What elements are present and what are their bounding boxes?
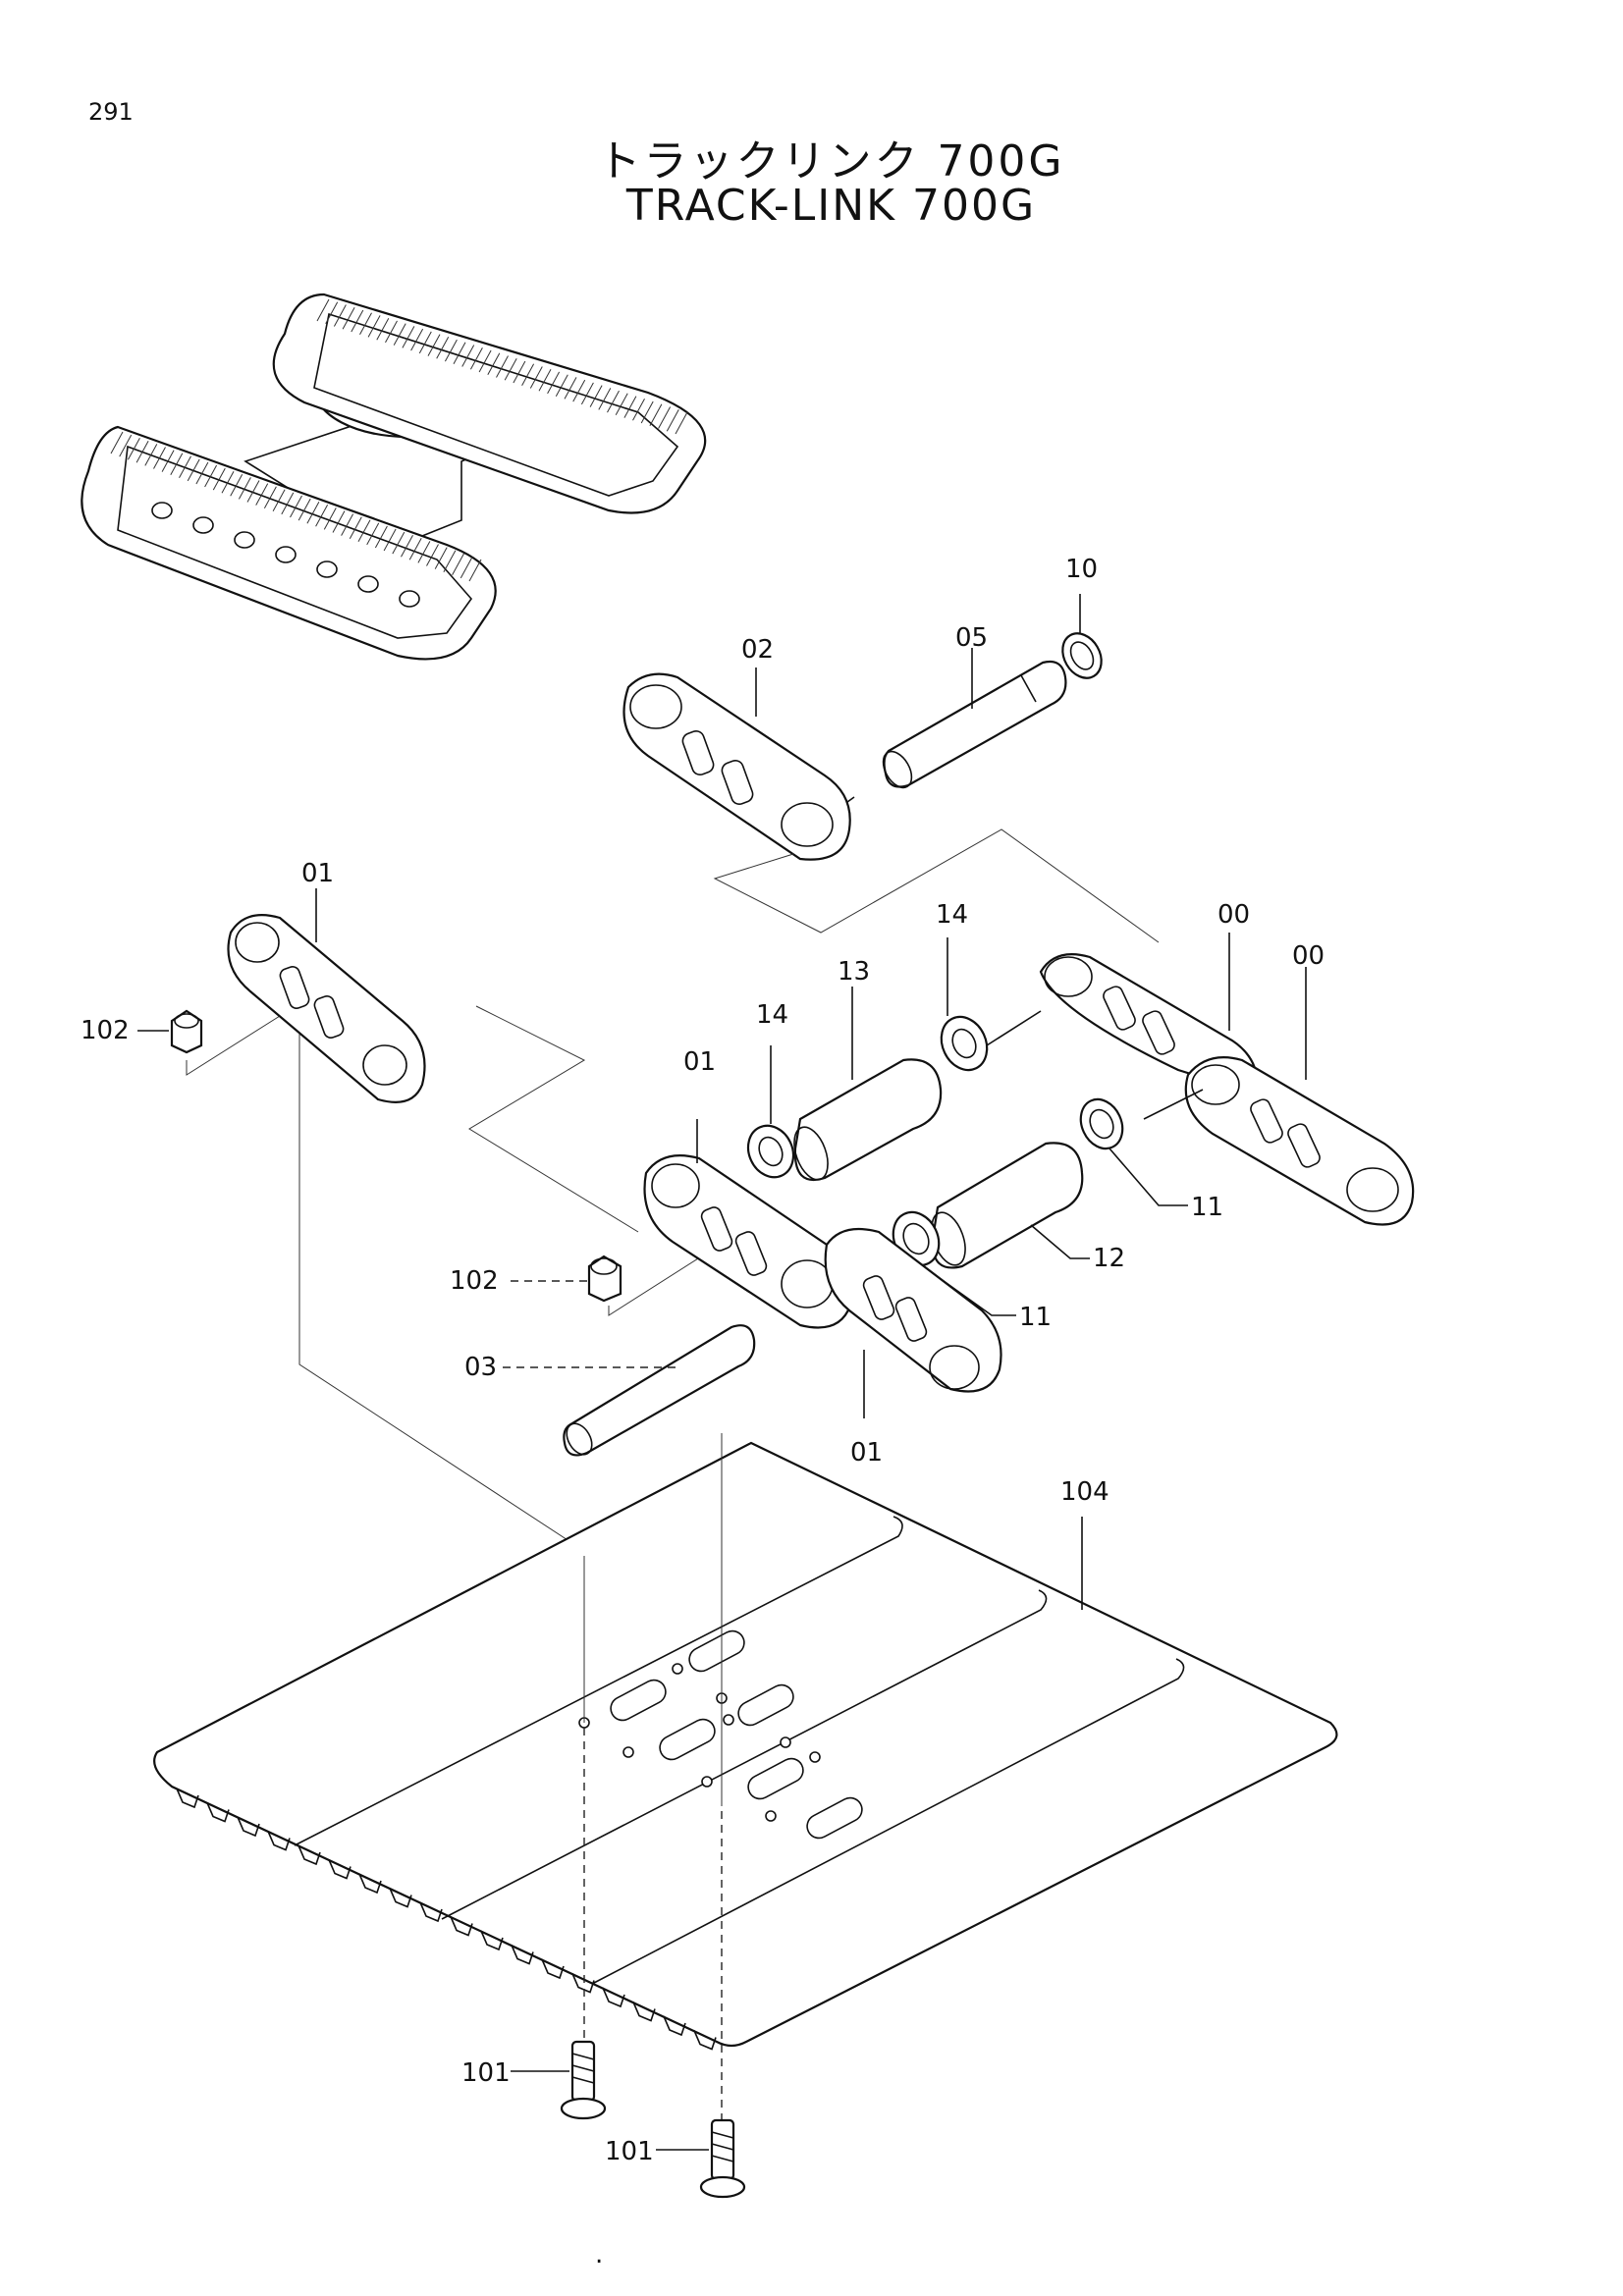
track-link-00-pair — [1039, 933, 1415, 1226]
callout-labels: 10 05 02 01 14 00 00 13 14 102 01 11 12 … — [81, 555, 1325, 2269]
callout-102-lower: 102 — [450, 1266, 499, 1296]
callout-14-right: 14 — [936, 900, 968, 930]
track-shoe-104 — [153, 1441, 1338, 2051]
callout-13: 13 — [838, 957, 870, 987]
callout-12: 12 — [1093, 1244, 1125, 1273]
nut-102-lower — [511, 1255, 622, 1303]
title-english: TRACK-LINK 700G — [625, 181, 1037, 231]
track-roller — [151, 502, 173, 519]
master-pin-05 — [829, 648, 1067, 816]
track-roller — [275, 546, 297, 563]
undercarriage-illustration — [81, 293, 707, 661]
nut-102-upper — [137, 1009, 203, 1054]
assembly-reference-lines — [186, 828, 1160, 1552]
callout-102-upper: 102 — [81, 1016, 130, 1045]
bolt-alignment-lines — [583, 1433, 723, 2135]
bolt-101-lower — [656, 2118, 746, 2199]
page-number: 291 — [88, 98, 134, 126]
seal-ring-11-right — [1079, 1097, 1188, 1206]
track-roller — [399, 590, 420, 608]
track-roller — [192, 516, 214, 534]
callout-03: 03 — [464, 1353, 497, 1382]
track-roller — [234, 531, 255, 549]
callout-01-middle: 01 — [683, 1047, 716, 1077]
callout-14-left: 14 — [756, 1000, 788, 1030]
bushing-12 — [931, 1142, 1090, 1269]
callout-02: 02 — [741, 635, 774, 665]
track-link-01-upper — [227, 888, 426, 1103]
seal-ring-14-left — [746, 1045, 795, 1179]
callout-10: 10 — [1065, 555, 1098, 584]
master-link-02 — [622, 667, 851, 861]
callout-00-right: 00 — [1292, 941, 1325, 971]
track-link-01-lower — [824, 1227, 1002, 1418]
pin-03 — [503, 1324, 756, 1457]
callout-01-upper: 01 — [301, 859, 334, 888]
callout-00-left: 00 — [1217, 900, 1250, 930]
callout-11-left: 11 — [1019, 1303, 1052, 1332]
snap-ring-10 — [1061, 594, 1103, 679]
track-roller — [316, 561, 338, 578]
callout-104: 104 — [1060, 1477, 1109, 1507]
callout-11-right: 11 — [1191, 1193, 1223, 1222]
footer-mark: . — [595, 2240, 603, 2269]
callout-05: 05 — [955, 623, 988, 653]
bolt-101-upper — [511, 2040, 607, 2120]
seal-ring-14-right — [940, 937, 1042, 1072]
bushing-13 — [793, 987, 943, 1181]
callout-01-lower: 01 — [850, 1438, 883, 1468]
title-japanese: トラックリンク 700G — [597, 136, 1065, 187]
callout-101-lower: 101 — [605, 2137, 654, 2166]
track-roller — [357, 575, 379, 593]
callout-101-upper: 101 — [461, 2058, 511, 2088]
